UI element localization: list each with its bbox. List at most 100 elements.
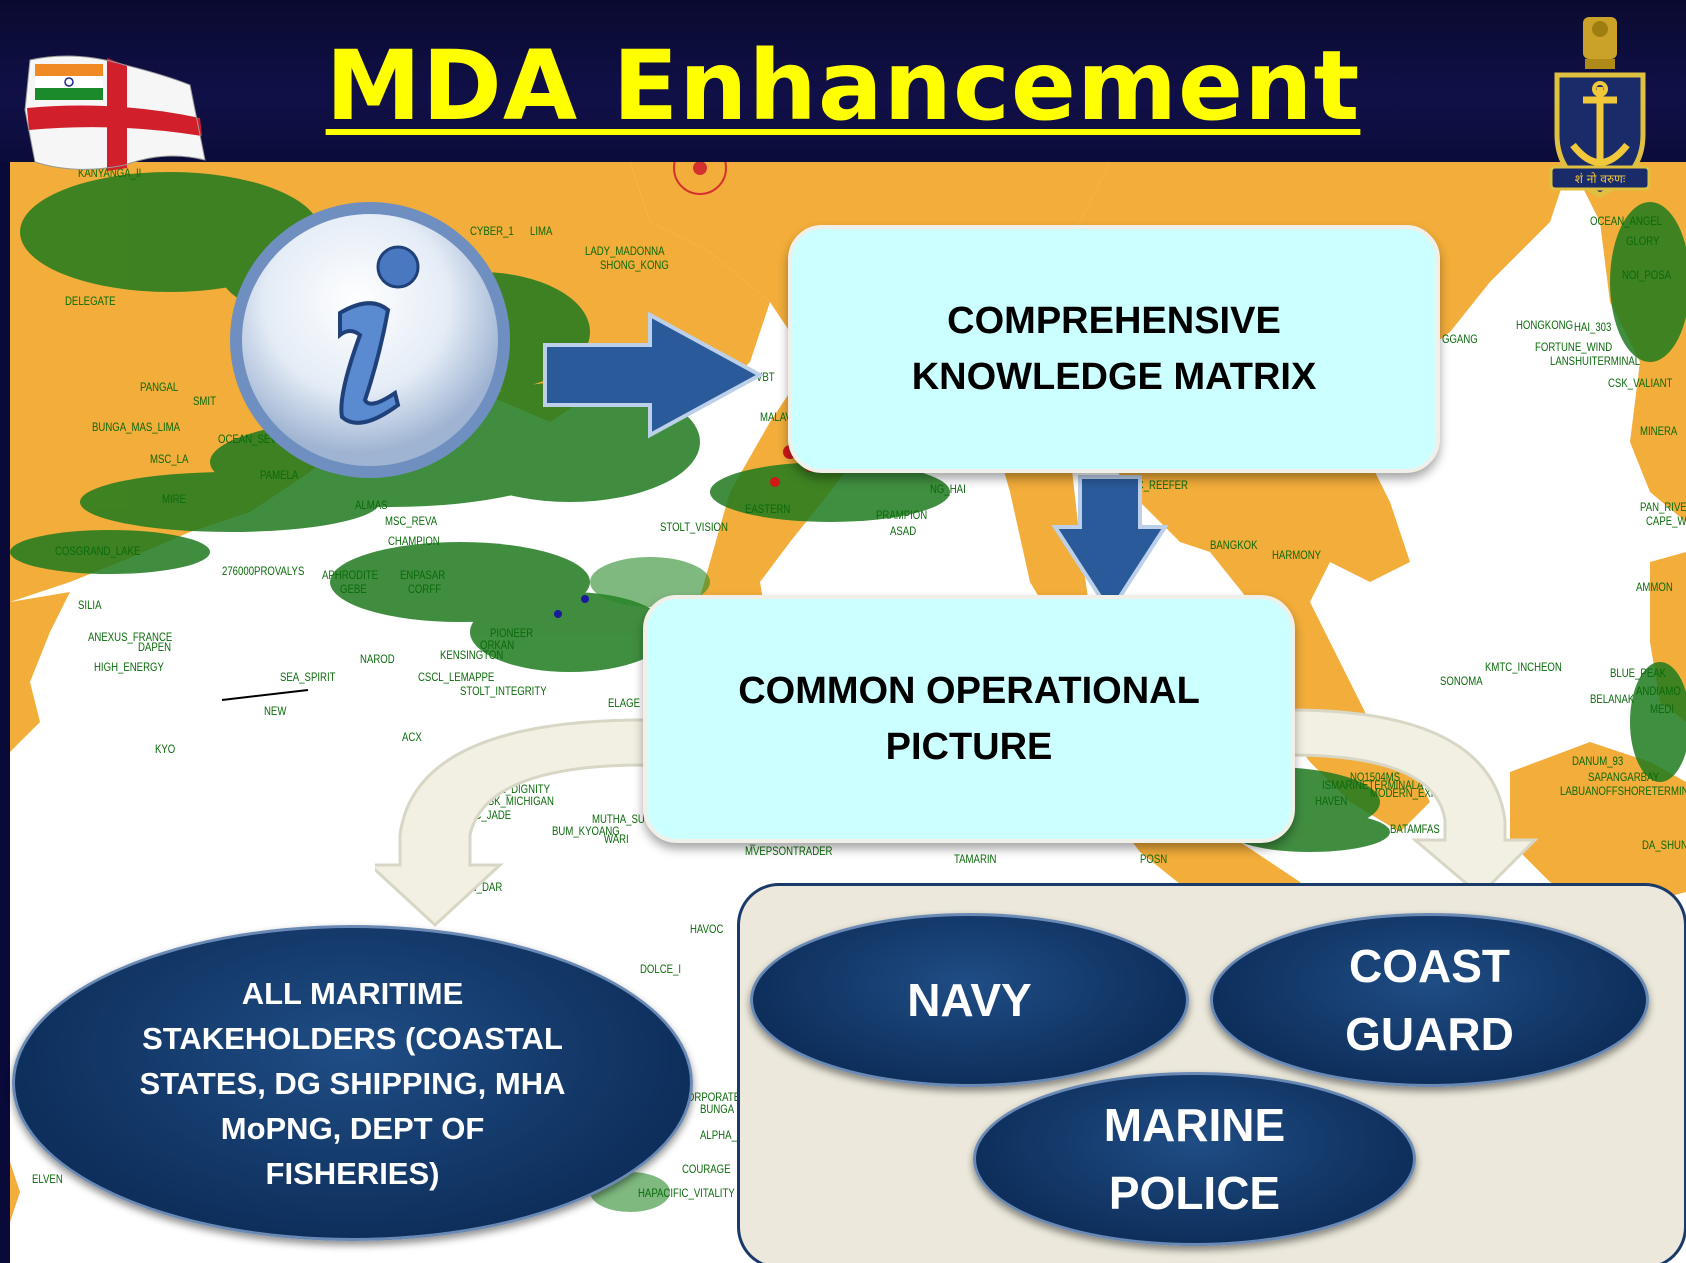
map-vessel-label: MINERA: [1640, 424, 1678, 438]
map-vessel-label: NG_HAI: [930, 482, 966, 496]
map-vessel-label: ANEXUS_FRANCE: [88, 630, 173, 644]
marine-police-oval: MARINE POLICE: [973, 1072, 1416, 1246]
map-vessel-label: DOLCE_I: [640, 962, 682, 976]
map-vessel-label: DA_SHUN: [1642, 838, 1686, 852]
knowledge-matrix-line-2: KNOWLEDGE MATRIX: [911, 356, 1317, 398]
map-vessel-label: MODERN_EXPR: [1370, 786, 1445, 800]
map-vessel-label: CYBER_1: [470, 224, 514, 238]
map-vessel-label: MIRE: [162, 492, 186, 506]
map-vessel-label: NAROD: [360, 652, 395, 666]
stakeholders-line-5: FISHERIES): [265, 1155, 440, 1191]
map-vessel-label: BELANAK: [1590, 692, 1635, 706]
map-vessel-label: BANGKOK: [1210, 538, 1258, 552]
navy-crest-icon: शं नो वरुणः: [1549, 17, 1651, 198]
map-vessel-label: PRAMPION: [876, 508, 928, 522]
map-vessel-label: EASTERN: [745, 502, 791, 516]
map-vessel-label: DAPEN: [138, 640, 172, 654]
stakeholders-line-2: STAKEHOLDERS (COASTAL: [142, 1020, 563, 1056]
coast-guard-line-2: GUARD: [1345, 1008, 1514, 1060]
map-vessel-label: GGANG: [1442, 332, 1478, 346]
map-vessel-label: LADY_MADONNA: [585, 244, 665, 258]
map-vessel-label: ISMARINETERMINALA: [1322, 778, 1424, 792]
map-vessel-label: CORFF: [408, 582, 442, 596]
map-vessel-label: CSK_VALIANT: [1608, 376, 1673, 390]
map-vessel-label: MEDI: [1650, 702, 1674, 716]
map-vessel-label: WARI: [604, 832, 629, 846]
map-vessel-label: SEA_SPIRIT: [280, 670, 336, 684]
map-vessel-label: DELEGATE: [65, 294, 116, 308]
map-vessel-label: CSCL_LEMAPPE: [418, 670, 495, 684]
map-vessel-label: HAPACIFIC_VITALITY: [638, 1186, 735, 1200]
stakeholders-line-4: MoPNG, DEPT OF: [220, 1110, 485, 1146]
map-vessel-label: ANDIAMO: [1636, 684, 1681, 698]
curved-arrow-right-icon: [1288, 708, 1539, 898]
stakeholders-line-1: ALL MARITIME: [241, 975, 464, 1011]
map-vessel-label: PANGAL: [140, 380, 179, 394]
map-vessel-label: LABUANOFFSHORETERMINAL: [1560, 784, 1686, 798]
map-vessel-label: MVEPSONTRADER: [745, 844, 833, 858]
map-vessel-label: CHAMPION: [388, 534, 440, 548]
map-vessel-label: STOLT_VISION: [660, 520, 728, 534]
map-vessel-label: BUM_KYOANG: [552, 824, 620, 838]
map-vessel-label: SAPANGARBAY: [1588, 770, 1660, 784]
map-vessel-label: BUNGA_MAS_LIMA: [92, 420, 181, 434]
map-vessel-label: ASAD: [890, 524, 917, 538]
map-vessel-label: DANUM_93: [1572, 754, 1624, 768]
map-vessel-label: GLORY: [1626, 234, 1660, 248]
stakeholders-oval: ALL MARITIME STAKEHOLDERS (COASTAL STATE…: [12, 925, 693, 1241]
map-vessel-label: HARMONY: [1272, 548, 1322, 562]
map-vessel-label: HAVEN: [1315, 794, 1348, 808]
map-vessel-label: BATAMFAS: [1390, 822, 1440, 836]
map-vessel-label: SMIT: [193, 394, 216, 408]
map-vessel-label: NO1504MS: [1350, 770, 1401, 784]
map-vessel-label: ENPASAR: [400, 568, 446, 582]
header-bar: [0, 0, 1686, 162]
map-vessel-label: ELVEN: [32, 1172, 63, 1186]
marine-police-line-1: MARINE: [1103, 1099, 1286, 1151]
map-vessel-label: 276000PROVALYS: [222, 564, 305, 578]
slide-title-text: MDA Enhancement: [325, 30, 1361, 142]
map-vessel-label: CORPORATE: [680, 1090, 741, 1104]
map-vessel-label: SHONG_KONG: [600, 258, 669, 272]
map-vessel-label: NEW: [264, 704, 287, 718]
map-vessel-label: LIMA: [530, 224, 553, 238]
down-arrow-icon: [1051, 475, 1169, 616]
map-vessel-label: FORTUNE_WIND: [1535, 340, 1613, 354]
common-operational-picture-box: COMMON OPERATIONAL PICTURE: [643, 595, 1295, 843]
map-vessel-label: COSGRAND_LAKE: [55, 544, 141, 558]
map-vessel-label: ORKAN: [480, 638, 515, 652]
emblem-motto: शं नो वरुणः: [1575, 172, 1626, 186]
map-vessel-label: BLUE_PEAK: [1610, 666, 1667, 680]
map-vessel-label: APHRODITE: [322, 568, 379, 582]
navy-label: NAVY: [907, 974, 1032, 1026]
cop-line-2: PICTURE: [885, 726, 1053, 768]
coast-guard-line-1: COAST: [1348, 940, 1510, 992]
map-vessel-label: PAMELA: [260, 468, 299, 482]
cop-line-1: COMMON OPERATIONAL: [738, 670, 1200, 712]
right-arrow-icon: [543, 311, 765, 439]
map-vessel-label: MSC_REVA: [385, 514, 438, 528]
naval-ensign-flag: [24, 55, 206, 171]
coast-guard-oval: COAST GUARD: [1210, 913, 1649, 1087]
info-icon: [230, 202, 510, 478]
map-vessel-label: MSC_LA: [150, 452, 189, 466]
map-vessel-label: PIONEER: [490, 626, 534, 640]
knowledge-matrix-line-1: COMPREHENSIVE: [947, 300, 1281, 342]
map-vessel-label: POSN: [1140, 852, 1168, 866]
map-vessel-label: ACX: [402, 730, 422, 744]
map-vessel-label: KYO: [155, 742, 176, 756]
map-vessel-label: HAI_303: [1574, 320, 1612, 334]
map-vessel-label: SILIA: [78, 598, 102, 612]
map-vessel-label: AMMON: [1636, 580, 1673, 594]
map-vessel-label: HAVOC: [690, 922, 724, 936]
map-vessel-label: COURAGE: [682, 1162, 731, 1176]
map-vessel-label: STOLT_INTEGRITY: [460, 684, 547, 698]
map-vessel-label: LANSHUITERMINAL: [1550, 354, 1641, 368]
map-vessel-label: NOI_POSA: [1622, 268, 1672, 282]
map-vessel-label: HONGKONG: [1516, 318, 1574, 332]
knowledge-matrix-box: COMPREHENSIVE KNOWLEDGE MATRIX: [788, 225, 1440, 473]
stakeholders-line-3: STATES, DG SHIPPING, MHA: [139, 1065, 566, 1101]
map-vessel-label: SONOMA: [1440, 674, 1483, 688]
map-vessel-label: TAMARIN: [954, 852, 997, 866]
